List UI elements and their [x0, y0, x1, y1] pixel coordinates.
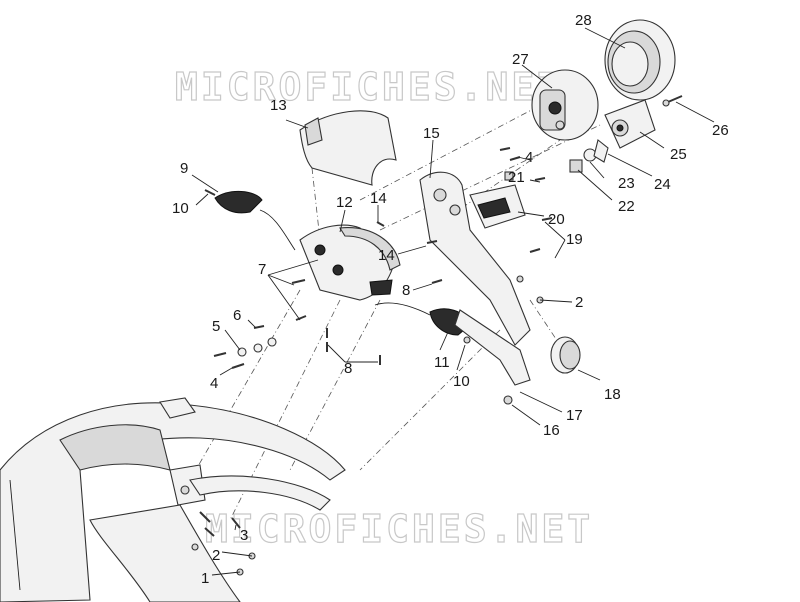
callout-17: 17 — [566, 407, 583, 424]
callout-10-right: 10 — [453, 373, 470, 390]
callout-numbers: 28 27 26 25 24 23 22 21 20 19 18 17 16 1… — [172, 12, 729, 587]
callout-8-lower: 8 — [344, 360, 352, 377]
callout-7: 7 — [258, 261, 266, 278]
callout-10-left: 10 — [172, 200, 189, 217]
callout-28: 28 — [575, 12, 592, 29]
callout-12: 12 — [336, 194, 353, 211]
rear-mudguard — [0, 397, 346, 602]
callout-18: 18 — [604, 386, 621, 403]
callout-4-left: 4 — [210, 375, 218, 392]
callout-24: 24 — [654, 176, 671, 193]
callout-8-upper: 8 — [402, 282, 410, 299]
small-hardware-22-24 — [569, 139, 609, 173]
part-9-turn-signal-left — [214, 191, 296, 251]
leader-lines — [191, 27, 715, 576]
part-26-screw — [662, 95, 683, 107]
callout-16: 16 — [543, 422, 560, 439]
part-18-reflector — [550, 336, 581, 374]
part-28-lens-ring — [604, 19, 676, 101]
callout-5: 5 — [212, 318, 220, 335]
part-27-housing — [531, 69, 599, 141]
callout-14-mid: 14 — [378, 247, 395, 264]
watermark-bottom: MICROFICHES.NET — [205, 507, 593, 551]
callout-25: 25 — [670, 146, 687, 163]
callout-21: 21 — [508, 169, 525, 186]
callout-23: 23 — [618, 175, 635, 192]
watermark-top: MICROFICHES.NET — [175, 65, 563, 109]
callout-22: 22 — [618, 198, 635, 215]
callout-2-right: 2 — [575, 294, 583, 311]
callout-6: 6 — [233, 307, 241, 324]
callout-26: 26 — [712, 122, 729, 139]
part-12-tail-light — [299, 224, 401, 301]
part-20-plate-light — [469, 184, 526, 229]
callout-4-right: 4 — [525, 149, 533, 166]
callout-1: 1 — [201, 570, 209, 587]
callout-11: 11 — [434, 354, 450, 371]
callout-9: 9 — [180, 160, 188, 177]
part-15-plate-holder — [419, 171, 531, 386]
callout-19: 19 — [566, 231, 583, 248]
callout-20: 20 — [548, 211, 565, 228]
callout-13: 13 — [270, 97, 287, 114]
callout-14-top: 14 — [370, 190, 387, 207]
part-11-turn-signal-right — [374, 302, 471, 336]
callout-27: 27 — [512, 51, 529, 68]
callout-3: 3 — [240, 527, 248, 544]
callout-15: 15 — [423, 125, 440, 142]
callout-2-bottom: 2 — [212, 547, 220, 564]
part-25-bracket — [604, 99, 656, 149]
part-13-cover — [299, 110, 397, 186]
